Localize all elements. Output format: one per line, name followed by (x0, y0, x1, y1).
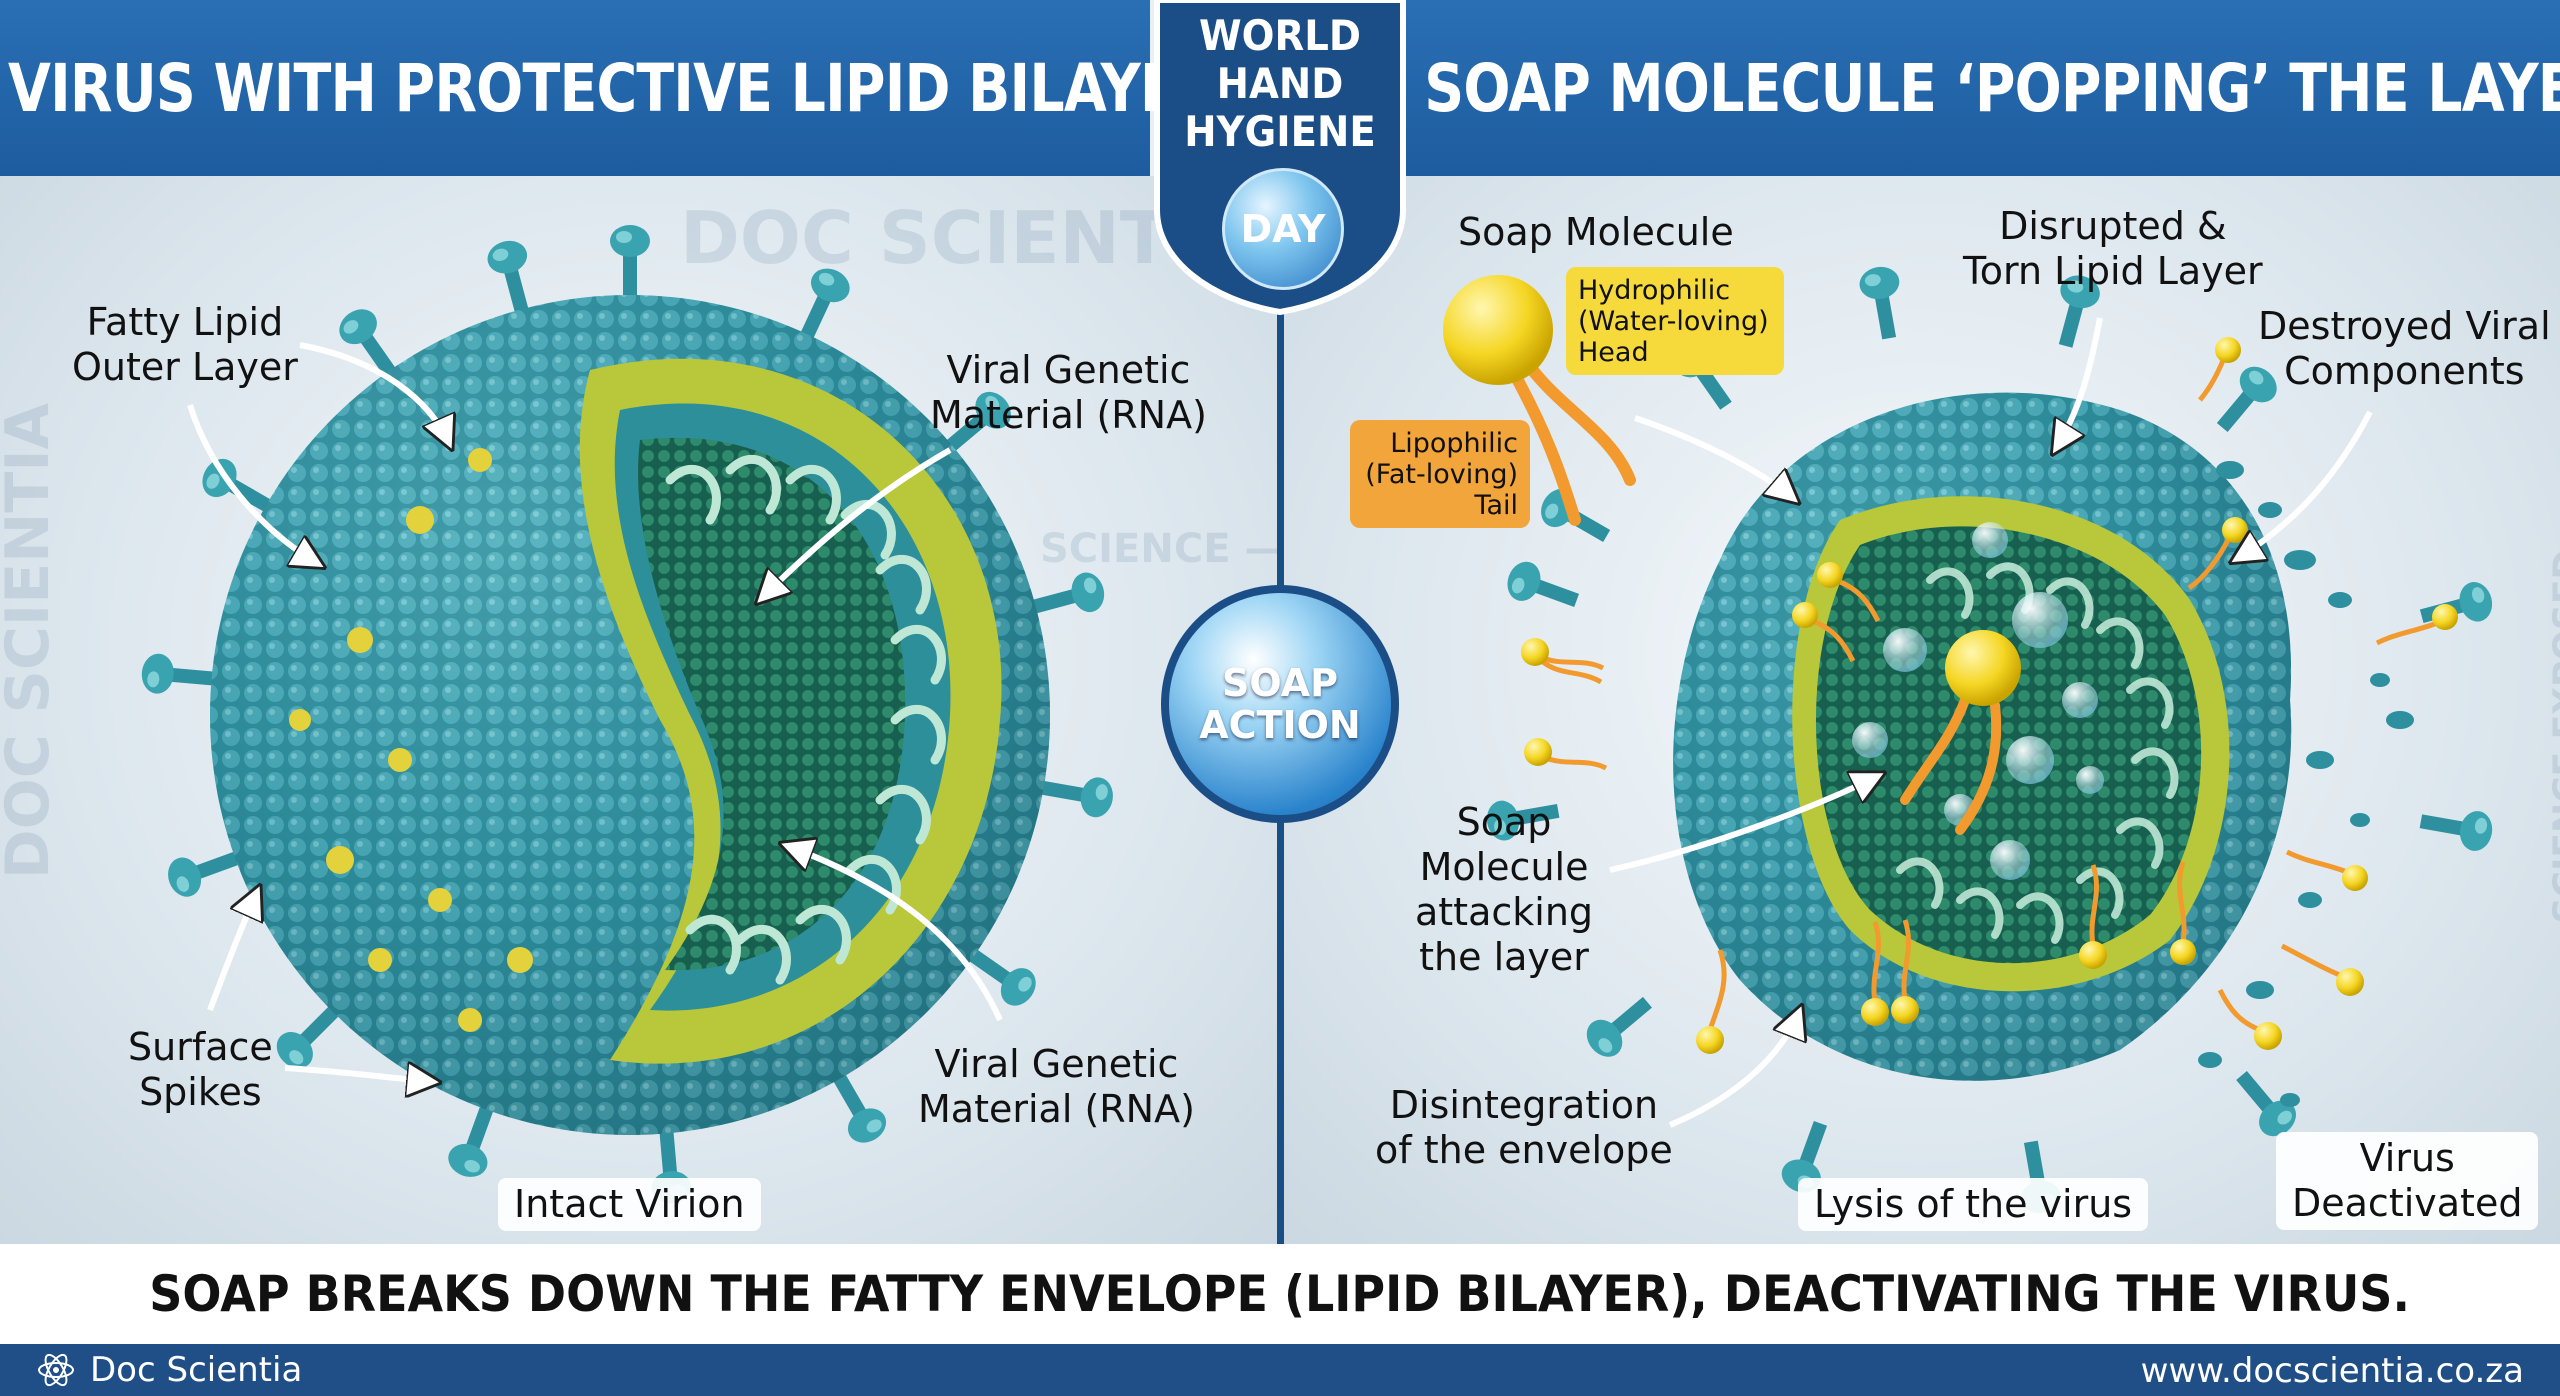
badge-line-hygiene: HYGIENE (1184, 107, 1376, 156)
callout-arrows (187, 317, 2373, 1128)
rna-coils (665, 454, 946, 985)
caption-intact-virion: Intact Virion (498, 1178, 761, 1231)
membrane-proteins (289, 388, 612, 1032)
lysed-virus-illustration (1483, 263, 2497, 1217)
day-bubble: DAY (1222, 168, 1344, 290)
hydrophilic-head-box: Hydrophilic(Water-loving)Head (1566, 267, 1784, 375)
website-link[interactable]: www.docscientia.co.za (2140, 1351, 2524, 1391)
caption-lysis: Lysis of the virus (1798, 1178, 2149, 1231)
badge-day-label: DAY (1240, 207, 1326, 251)
soap-action-line2: ACTION (1199, 703, 1361, 747)
soap-action-emblem: SOAP ACTION (1161, 585, 1399, 823)
badge-line-hand: HAND (1216, 59, 1344, 108)
virion-interior (638, 437, 906, 971)
soap-molecule-legend (1443, 275, 1636, 526)
central-soap-molecule (1900, 630, 2021, 835)
left-panel-title: 1. VIRUS WITH PROTECTIVE LIPID BILAYER (0, 49, 1219, 127)
viral-debris (2198, 461, 2414, 1107)
atom-icon (38, 1353, 74, 1387)
badge-line-world: WORLD (1199, 11, 1361, 60)
surrounding-soap-molecules (1521, 337, 2458, 1054)
watermark-science: SCIENCE — EXPOSED (1040, 526, 1280, 572)
label-soap-molecule: Soap Molecule (1458, 210, 1734, 254)
left-title-banner: 1. VIRUS WITH PROTECTIVE LIPID BILAYER (0, 0, 1219, 176)
right-panel-title: 2. SOAP MOLECULE ‘POPPING’ THE LAYER (1347, 49, 2560, 127)
label-disrupted-layer: Disrupted &Torn Lipid Layer (1963, 204, 2263, 293)
soap-action-line1: SOAP (1222, 661, 1338, 705)
brand: Doc Scientia (36, 1350, 302, 1390)
headline-band: SOAP BREAKS DOWN THE FATTY ENVELOPE (LIP… (0, 1244, 2560, 1344)
bottom-bar: Doc Scientia www.docscientia.co.za (0, 1344, 2560, 1396)
right-title-banner: 2. SOAP MOLECULE ‘POPPING’ THE LAYER (1348, 0, 2560, 176)
lipophilic-tail-box: Lipophilic(Fat-loving)Tail (1350, 420, 1530, 528)
hygiene-day-text: WORLD HAND HYGIENE (1157, 12, 1403, 156)
intact-virion-illustration (140, 225, 1117, 1205)
brand-name: Doc Scientia (90, 1350, 303, 1390)
headline-text: SOAP BREAKS DOWN THE FATTY ENVELOPE (LIP… (149, 1265, 2411, 1323)
